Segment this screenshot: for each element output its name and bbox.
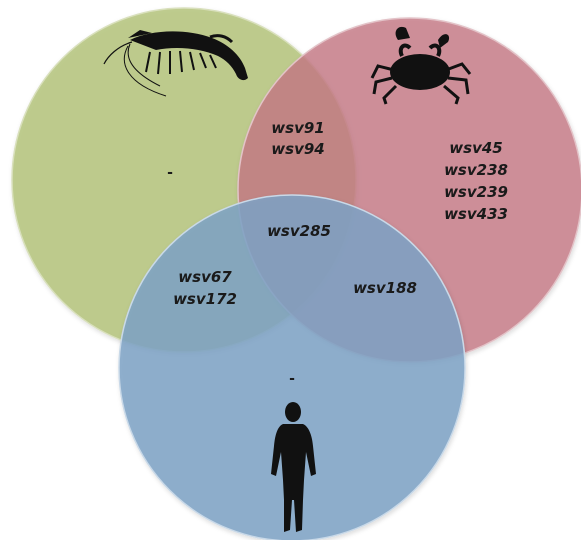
region-crab-only-item-2: wsv239 — [444, 183, 508, 201]
region-crab-human: wsv188 — [353, 279, 417, 297]
region-shrimp-crab-item-1: wsv94 — [271, 140, 324, 158]
region-shrimp-only: - — [167, 165, 173, 181]
region-human-only-item-0: - — [289, 371, 295, 387]
region-crab-only-item-3: wsv433 — [444, 205, 508, 223]
region-crab-only-item-0: wsv45 — [449, 139, 502, 157]
region-shrimp-crab-item-0: wsv91 — [271, 119, 324, 137]
region-crab-only-item-1: wsv238 — [444, 161, 508, 179]
region-all-three: wsv285 — [267, 222, 331, 240]
region-shrimp-human-item-1: wsv172 — [173, 290, 237, 308]
region-human-only: - — [289, 371, 295, 387]
region-all-three-item-0: wsv285 — [267, 222, 331, 240]
region-shrimp-only-item-0: - — [167, 165, 173, 181]
region-shrimp-human-item-0: wsv67 — [178, 268, 232, 286]
region-crab-human-item-0: wsv188 — [353, 279, 417, 297]
